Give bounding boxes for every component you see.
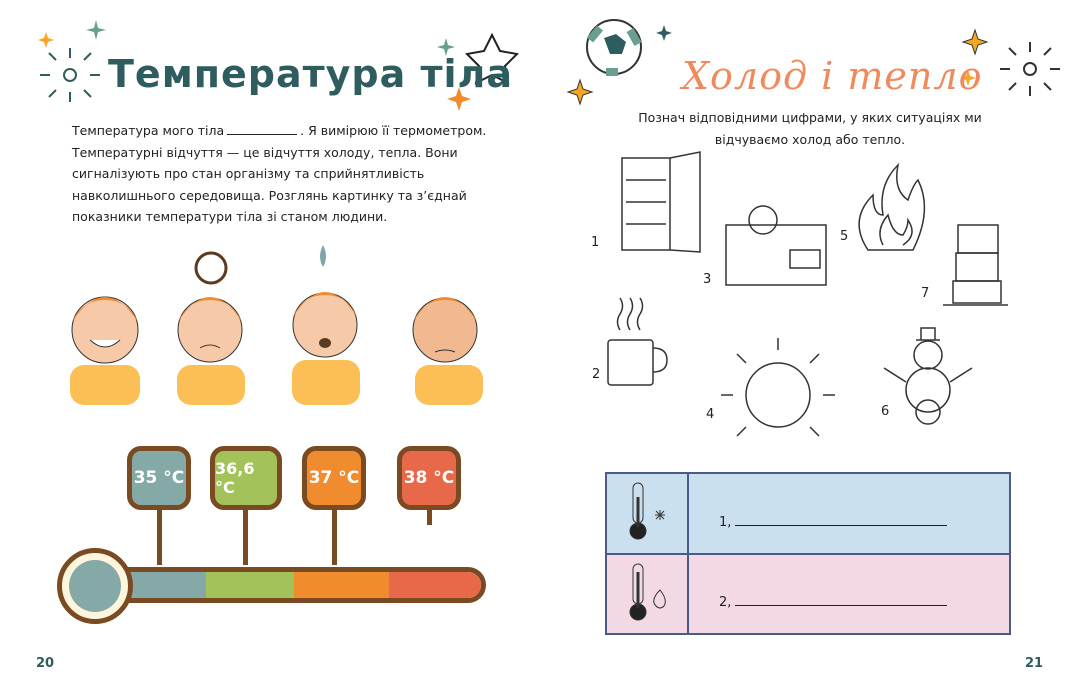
picture-number: 7	[921, 286, 930, 301]
instruction-text: Познач відповідними цифрами, у яких ситу…	[638, 110, 982, 147]
feverish-child	[412, 297, 483, 405]
marker-stem	[427, 510, 432, 525]
page-title-right: Холод і тепло	[682, 54, 983, 98]
hot-thermometer-icon	[605, 552, 689, 635]
temp-label: 35 °C	[127, 446, 191, 510]
answer-prefix: 2,	[719, 595, 732, 611]
temp-label: 38 °C	[397, 446, 461, 510]
cold-thermometer-icon	[605, 472, 689, 555]
thermometer-bulb	[69, 560, 121, 612]
answer-table: 1, 2,	[605, 472, 1011, 635]
cold-answer-field[interactable]: 1,	[687, 472, 1011, 555]
intro-part1: Температура мого тіла	[72, 123, 225, 138]
star-icon	[38, 32, 54, 48]
star-icon	[566, 78, 594, 106]
temp-marker-37[interactable]: 37 °C	[302, 446, 366, 565]
ice-cubes-icon	[943, 224, 1008, 306]
picture-number: 6	[881, 404, 890, 419]
temp-label: 37 °C	[302, 446, 366, 510]
star-icon	[447, 87, 471, 111]
soccer-ball-icon	[586, 19, 642, 76]
page-title: Температура тіла	[108, 52, 514, 96]
answer-line	[735, 605, 948, 607]
intro-text: Температура мого тіла . Я вимірюю її терм…	[72, 120, 492, 228]
happy-child	[70, 296, 140, 405]
picture-number: 4	[706, 407, 715, 422]
cold-row: 1,	[605, 472, 1011, 555]
picture-number: 3	[703, 272, 712, 287]
snowman-icon	[883, 327, 973, 425]
star-icon	[656, 25, 672, 41]
star-icon	[86, 20, 106, 40]
flower-doodle-icon	[1000, 42, 1060, 96]
marker-stem	[332, 510, 337, 565]
marker-stem	[157, 510, 162, 565]
segment-37	[293, 572, 390, 598]
fire-icon	[858, 162, 926, 251]
children-illustration	[70, 245, 483, 405]
star-icon	[961, 28, 989, 56]
temp-label: 36,6 °C	[210, 446, 282, 510]
hot-answer-field[interactable]: 2,	[687, 552, 1011, 635]
segment-36-6	[206, 572, 294, 598]
smiling-star-icon	[464, 32, 520, 85]
decorative-stars-right	[566, 19, 1060, 106]
shivering-child	[292, 245, 360, 405]
hot-row: 2,	[605, 552, 1011, 635]
intro-part2: . Я вимірюю її термометром.	[300, 123, 487, 138]
intro-rest: Температурні відчуття — це відчуття холо…	[72, 144, 467, 225]
flower-doodle-icon	[40, 48, 100, 102]
answer-line	[735, 524, 948, 526]
sun-icon	[721, 338, 835, 440]
page-number-left: 20	[36, 656, 55, 671]
cold-child	[177, 251, 245, 405]
picture-number: 2	[592, 367, 601, 382]
hot-mug-icon	[607, 297, 668, 386]
decorative-stars	[38, 20, 520, 111]
temp-marker-38[interactable]: 38 °C	[397, 446, 461, 525]
picture-number: 5	[840, 229, 849, 244]
page-number-right: 21	[1025, 656, 1044, 671]
answer-prefix: 1,	[719, 514, 732, 530]
temperature-blank	[227, 134, 298, 135]
temp-marker-35[interactable]: 35 °C	[127, 446, 191, 565]
star-icon	[960, 70, 976, 86]
temp-marker-36-6[interactable]: 36,6 °C	[210, 446, 282, 565]
segment-38	[389, 572, 481, 598]
star-icon	[437, 38, 455, 56]
marker-stem	[243, 510, 248, 565]
fridge-icon	[621, 151, 701, 253]
situations-illustration	[607, 151, 1008, 440]
picture-number: 1	[591, 235, 600, 250]
sick-child-icon	[725, 205, 827, 286]
